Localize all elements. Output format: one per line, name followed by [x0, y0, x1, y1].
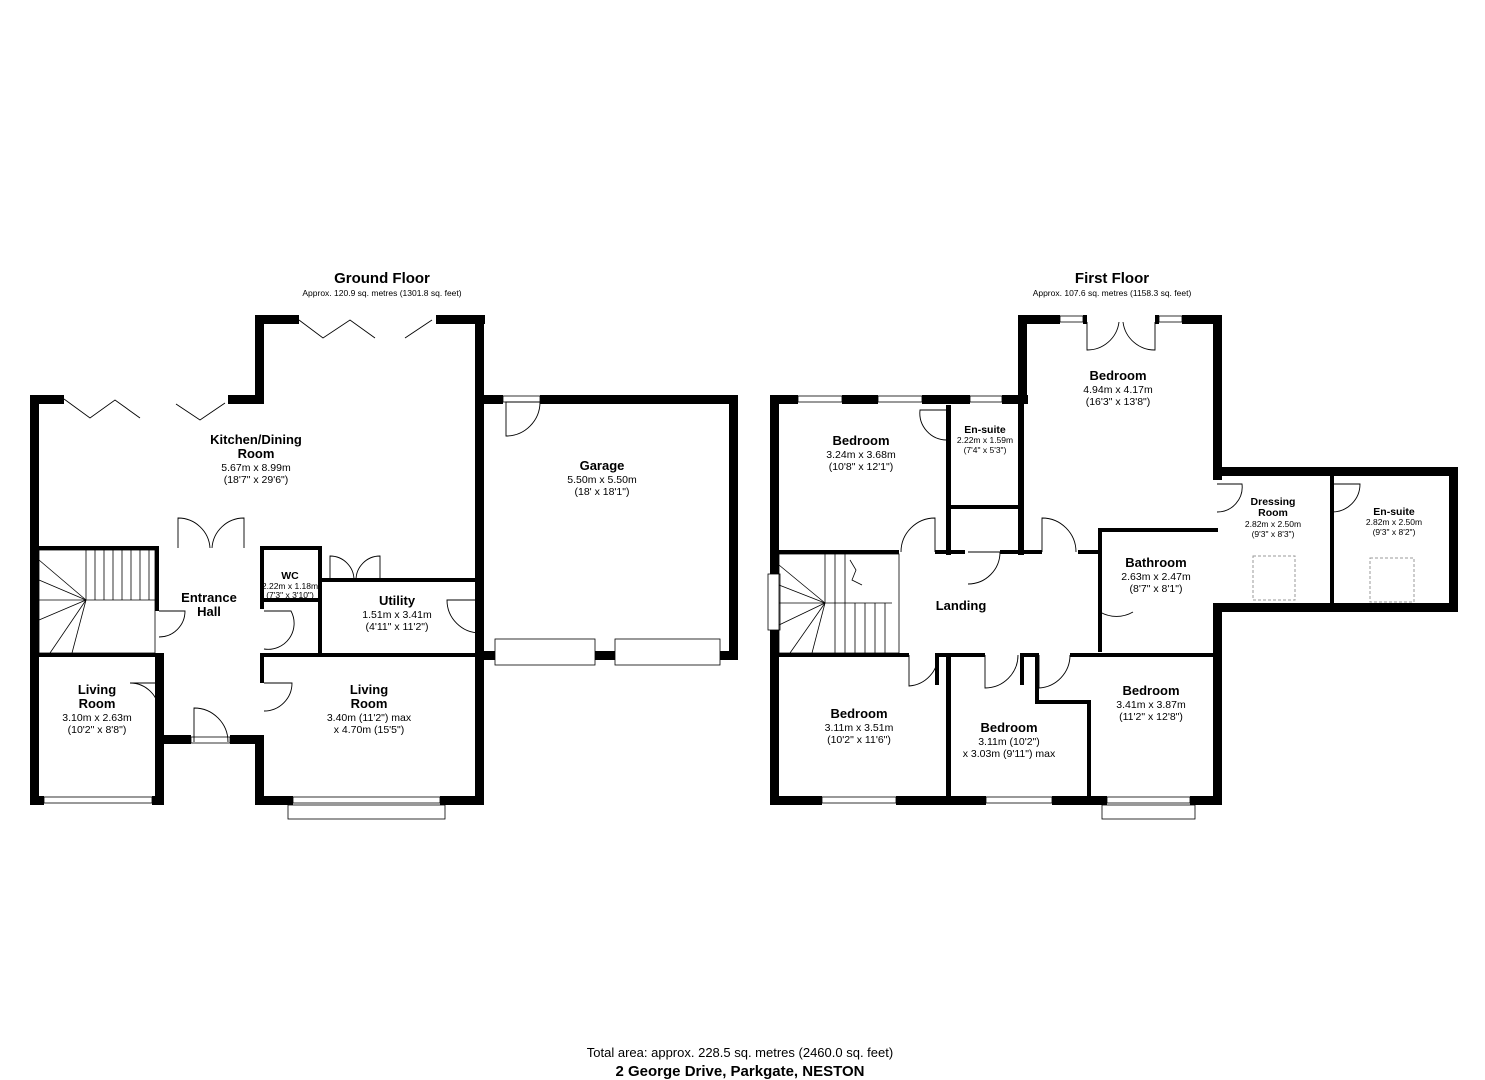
- room-bedroom-master: Bedroom 4.94m x 4.17m (16'3" x 13'8"): [1083, 368, 1153, 408]
- room-dimensions: 2.22m x 1.18m: [262, 581, 318, 591]
- room-bedroom-nw: Bedroom 3.24m x 3.68m (10'8" x 12'1"): [826, 433, 896, 473]
- room-dimensions: (7'4" x 5'3"): [964, 445, 1007, 455]
- ground-floor-walls: [30, 315, 738, 805]
- room-garage: Garage 5.50m x 5.50m (18' x 18'1"): [567, 458, 637, 498]
- room-name: Room: [238, 446, 275, 461]
- room-living-small: Living Room 3.10m x 2.63m (10'2" x 8'8"): [62, 682, 132, 736]
- property-address: 2 George Drive, Parkgate, NESTON: [616, 1063, 865, 1080]
- room-dimensions: (4'11" x 11'2"): [365, 621, 428, 633]
- room-dimensions: 2.22m x 1.59m: [957, 435, 1013, 445]
- room-name: Room: [1258, 507, 1288, 519]
- room-dimensions: 5.50m x 5.50m: [567, 474, 637, 486]
- room-dimensions: (9'3" x 8'2"): [1373, 527, 1416, 537]
- room-dimensions: 3.40m (11'2") max: [327, 712, 412, 724]
- room-dimensions: 3.41m x 3.87m: [1116, 699, 1186, 711]
- room-dimensions: 1.51m x 3.41m: [362, 609, 432, 621]
- room-dimensions: 2.82m x 2.50m: [1366, 517, 1422, 527]
- room-name: Room: [351, 696, 388, 711]
- room-dimensions: (8'7" x 8'1"): [1130, 583, 1183, 595]
- footer: Total area: approx. 228.5 sq. metres (24…: [587, 1045, 893, 1080]
- room-dimensions: 3.11m x 3.51m: [825, 722, 894, 734]
- room-name: En-suite: [964, 424, 1006, 436]
- room-ensuite-1: En-suite 2.22m x 1.59m (7'4" x 5'3"): [957, 424, 1013, 455]
- first-floor-title: First Floor: [1075, 270, 1149, 287]
- room-dimensions: (7'3" x 3'10"): [266, 590, 314, 600]
- room-name: Garage: [580, 458, 625, 473]
- room-name: Bedroom: [830, 706, 887, 721]
- room-dimensions: (10'2" x 11'6"): [827, 734, 891, 746]
- room-dimensions: 4.94m x 4.17m: [1083, 384, 1153, 396]
- room-dimensions: x 4.70m (15'5"): [334, 724, 405, 736]
- room-name: Bedroom: [832, 433, 889, 448]
- room-dimensions: 3.10m x 2.63m: [62, 712, 132, 724]
- skylights: [1252, 555, 1415, 603]
- room-bathroom: Bathroom 2.63m x 2.47m (8'7" x 8'1"): [1121, 555, 1191, 595]
- room-name: Bathroom: [1125, 555, 1186, 570]
- room-dimensions: 3.24m x 3.68m: [826, 449, 896, 461]
- room-dimensions: 3.11m (10'2"): [978, 736, 1040, 748]
- ground-floor-stairs: [38, 549, 156, 654]
- room-dimensions: (10'2" x 8'8"): [68, 724, 127, 736]
- first-floor-doors: [900, 321, 1361, 689]
- room-entrance-hall: Entrance Hall: [181, 590, 237, 619]
- room-name: Room: [79, 696, 116, 711]
- room-name: Hall: [197, 604, 221, 619]
- first-floor-area: Approx. 107.6 sq. metres (1158.3 sq. fee…: [1033, 288, 1192, 298]
- room-name: Utility: [379, 593, 416, 608]
- room-bedroom-s: Bedroom 3.11m (10'2") x 3.03m (9'11") ma…: [963, 720, 1056, 760]
- room-dressing: Dressing Room 2.82m x 2.50m (9'3" x 8'3"…: [1245, 496, 1301, 539]
- ground-floor-windows: [43, 395, 721, 820]
- room-dimensions: x 3.03m (9'11") max: [963, 748, 1056, 760]
- room-utility: Utility 1.51m x 3.41m (4'11" x 11'2"): [362, 593, 432, 633]
- room-name: Entrance: [181, 590, 237, 605]
- room-dimensions: (18' x 18'1"): [574, 486, 629, 498]
- room-dimensions: (18'7" x 29'6"): [224, 474, 289, 486]
- ground-floor: Ground Floor Approx. 120.9 sq. metres (1…: [30, 270, 738, 820]
- ground-floor-area: Approx. 120.9 sq. metres (1301.8 sq. fee…: [302, 288, 461, 298]
- ground-floor-title: Ground Floor: [334, 270, 430, 287]
- room-dimensions: 5.67m x 8.99m: [221, 462, 291, 474]
- room-dimensions: (9'3" x 8'3"): [1252, 529, 1295, 539]
- room-name: Living: [350, 682, 388, 697]
- ground-floor-doors: [63, 319, 541, 743]
- room-name: Kitchen/Dining: [210, 432, 302, 447]
- room-living-large: Living Room 3.40m (11'2") max x 4.70m (1…: [327, 682, 412, 736]
- room-name: Landing: [936, 598, 987, 613]
- room-wc: WC 2.22m x 1.18m (7'3" x 3'10"): [262, 570, 318, 600]
- room-dimensions: (16'3" x 13'8"): [1086, 396, 1151, 408]
- first-floor-stairs: [778, 553, 900, 654]
- room-kitchen-dining: Kitchen/Dining Room 5.67m x 8.99m (18'7"…: [210, 432, 302, 486]
- room-dimensions: 2.82m x 2.50m: [1245, 519, 1301, 529]
- room-name: Bedroom: [1089, 368, 1146, 383]
- room-name: Bedroom: [980, 720, 1037, 735]
- room-dimensions: (10'8" x 12'1"): [829, 461, 894, 473]
- room-ensuite-2: En-suite 2.82m x 2.50m (9'3" x 8'2"): [1366, 506, 1422, 537]
- room-bedroom-sw: Bedroom 3.11m x 3.51m (10'2" x 11'6"): [825, 706, 894, 746]
- room-dimensions: (11'2" x 12'8"): [1119, 711, 1183, 723]
- room-name: Living: [78, 682, 116, 697]
- room-dimensions: 2.63m x 2.47m: [1121, 571, 1191, 583]
- room-name: WC: [281, 570, 299, 582]
- room-bedroom-se: Bedroom 3.41m x 3.87m (11'2" x 12'8"): [1116, 683, 1186, 723]
- room-name: Bedroom: [1122, 683, 1179, 698]
- first-floor-windows: [767, 315, 1196, 820]
- total-area: Total area: approx. 228.5 sq. metres (24…: [587, 1045, 893, 1060]
- room-name: En-suite: [1373, 506, 1415, 518]
- room-landing: Landing: [936, 598, 987, 613]
- first-floor: First Floor Approx. 107.6 sq. metres (11…: [767, 270, 1458, 820]
- room-name: Dressing: [1251, 496, 1296, 508]
